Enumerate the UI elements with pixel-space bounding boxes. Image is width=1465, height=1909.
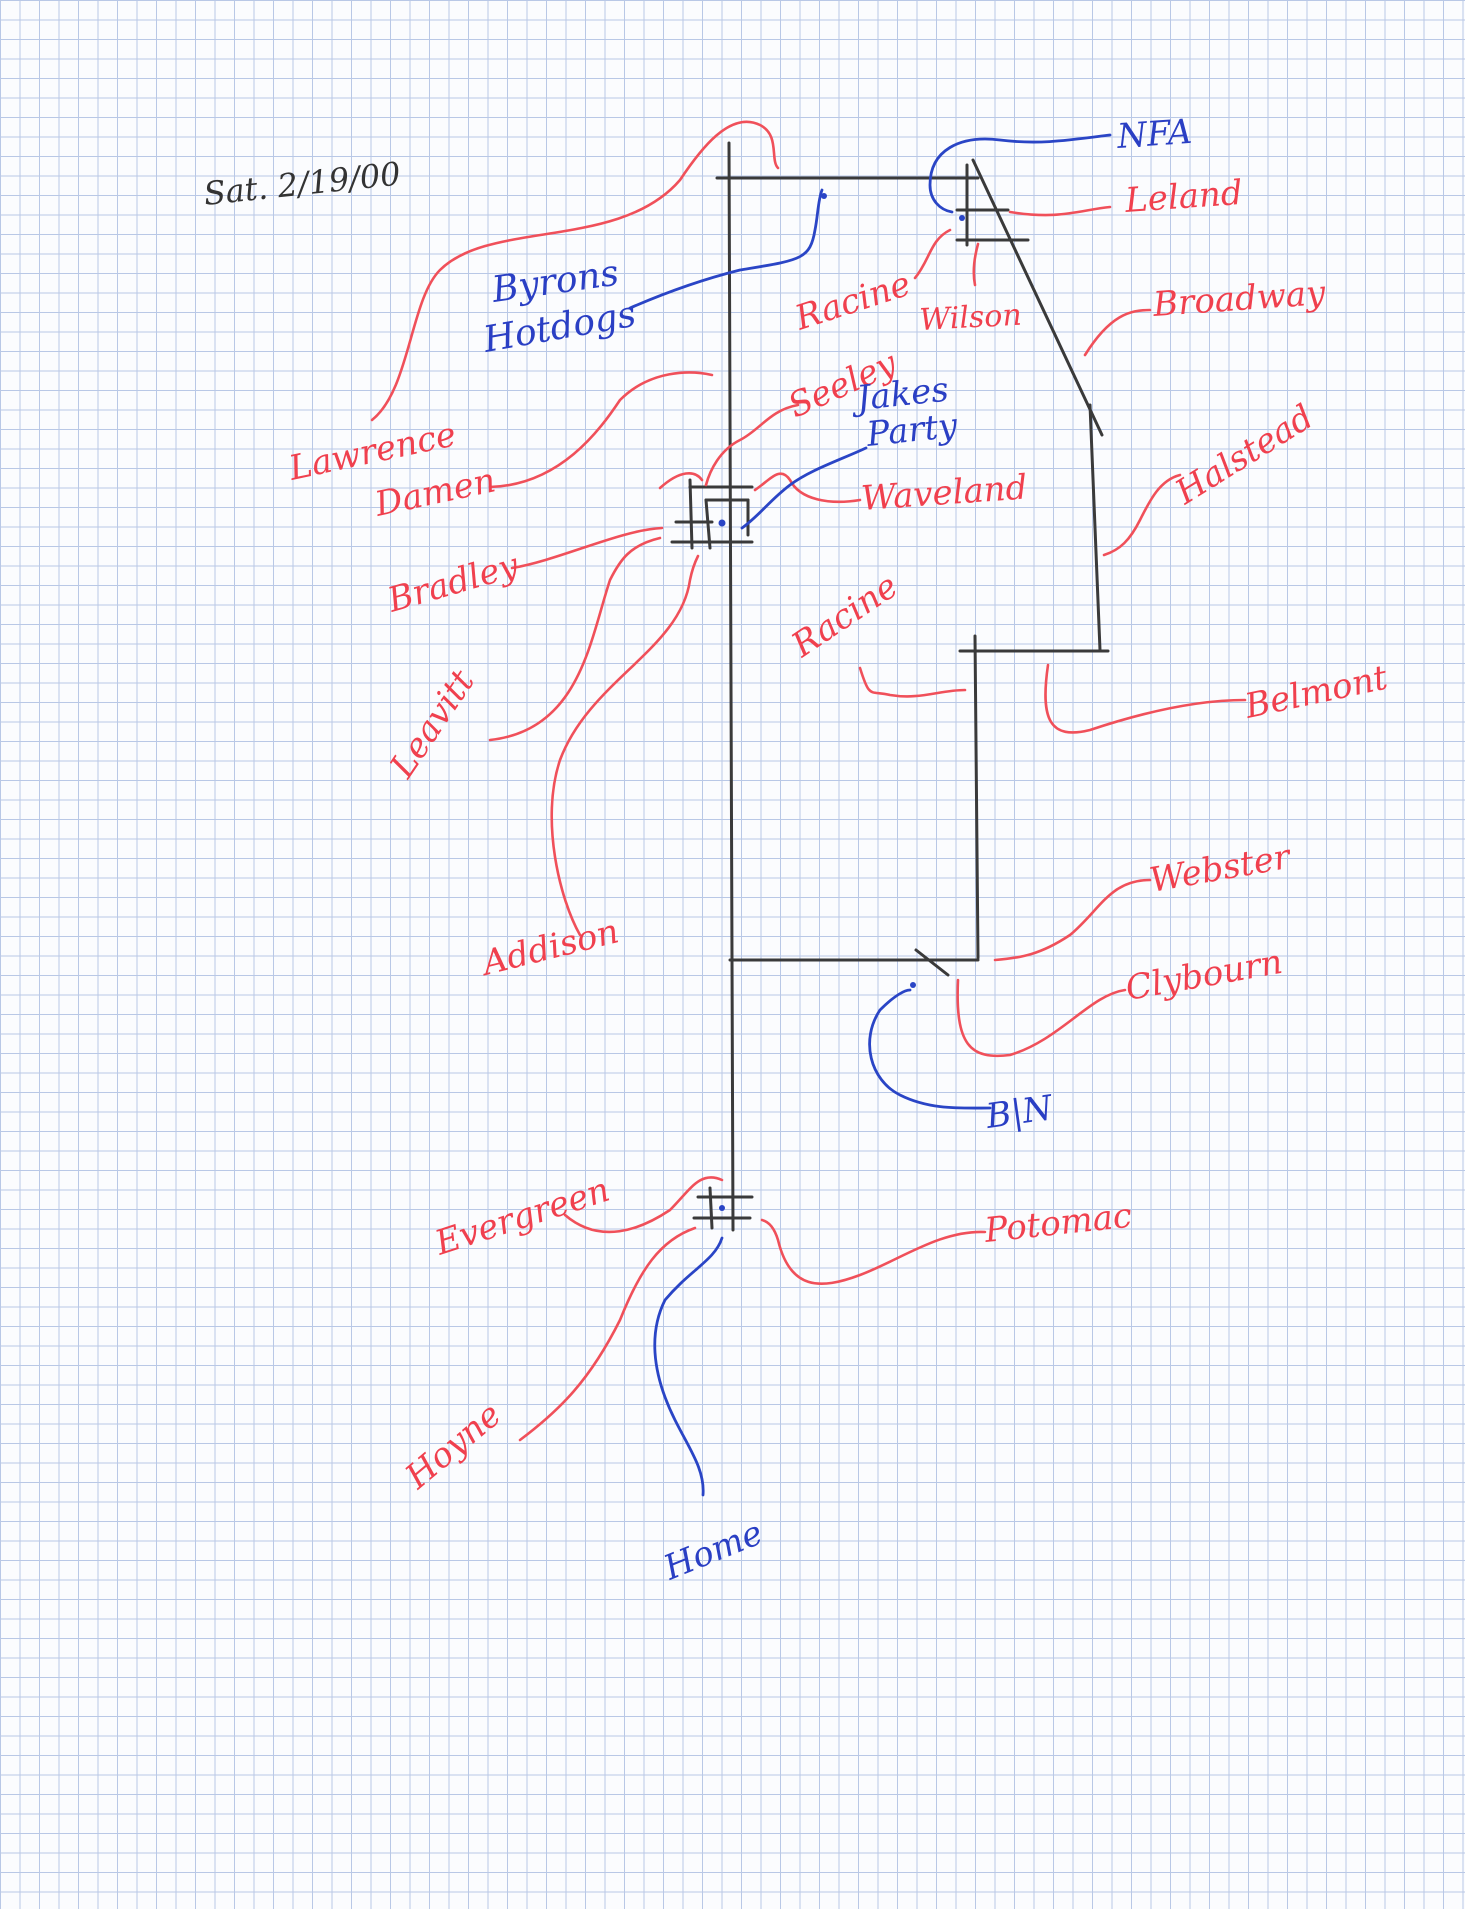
racine-south-leader	[858, 666, 967, 698]
label-potomac: Potomac	[982, 1196, 1134, 1251]
jakes-leader	[740, 446, 868, 530]
street-lines	[670, 141, 1110, 1232]
label-clybourn: Clybourn	[1123, 942, 1286, 1009]
racine-north-leader	[913, 228, 952, 280]
label-addison: Addison	[476, 911, 623, 984]
label-leland: Leland	[1123, 173, 1244, 221]
wilson-leader	[972, 242, 980, 287]
racine-south-line	[973, 634, 980, 960]
date-note: Sat. 2/19/00	[202, 155, 402, 213]
street-labels: Lawrence Damen Leland Racine Wilson Broa…	[285, 173, 1392, 1498]
street-name-leaders	[370, 120, 1247, 1442]
label-halstead: Halstead	[1168, 397, 1321, 513]
label-damen: Damen	[371, 460, 499, 525]
label-racine-south: Racine	[784, 566, 906, 666]
bradley-leader	[510, 526, 664, 570]
potomac-leader	[760, 1218, 987, 1286]
nfa-leader	[928, 133, 1112, 214]
hoyne-line	[708, 1186, 714, 1230]
label-bn: B|N	[983, 1088, 1056, 1137]
halstead-leader	[1102, 473, 1182, 557]
label-racine-north: Racine	[789, 264, 915, 339]
broadway-line	[971, 158, 1104, 437]
label-webster: Webster	[1147, 837, 1295, 901]
clybourn-leader	[956, 978, 1127, 1058]
nfa-marker	[959, 215, 965, 221]
jakes-marker	[718, 519, 726, 527]
bn-leader	[868, 988, 992, 1110]
place-labels: NFA Byrons Hotdogs Jakes Party B|N Home	[479, 112, 1193, 1589]
halstead-line	[1088, 403, 1102, 652]
damen-leader	[488, 371, 714, 489]
seeley-leader	[704, 403, 800, 487]
label-belmont: Belmont	[1241, 658, 1392, 727]
leavitt-line	[704, 498, 712, 550]
waveland-leader	[753, 472, 862, 504]
label-jakes-line2: Party	[864, 406, 960, 455]
damen-line	[727, 141, 735, 1232]
lawrence-leader	[370, 120, 780, 422]
label-broadway: Broadway	[1151, 273, 1327, 325]
seeley-line	[688, 478, 694, 550]
leavitt-leader	[488, 536, 662, 742]
home-marker	[719, 1205, 725, 1211]
webster-leader	[993, 878, 1152, 962]
addison-leader	[550, 554, 700, 937]
label-evergreen: Evergreen	[429, 1170, 614, 1264]
label-nfa: NFA	[1115, 112, 1194, 157]
byrons-marker	[821, 193, 827, 199]
broadway-leader	[1083, 308, 1152, 357]
label-waveland: Waveland	[860, 467, 1029, 519]
label-home: Home	[657, 1513, 768, 1589]
byrons-leader	[628, 188, 824, 310]
bn-marker	[910, 982, 916, 988]
clybourn-line	[914, 948, 950, 977]
label-wilson: Wilson	[919, 298, 1023, 338]
place-leaders	[628, 133, 1112, 1497]
belmont-leader	[1044, 663, 1247, 734]
home-leader	[653, 1236, 724, 1497]
label-bradley: Bradley	[382, 545, 523, 621]
leland-leader	[1008, 205, 1112, 217]
hoyne-leader	[518, 1226, 697, 1442]
label-hoyne: Hoyne	[397, 1395, 509, 1498]
evergreen-leader	[563, 1176, 724, 1234]
bradley-leader-top	[658, 472, 704, 490]
label-leavitt: Leavitt	[382, 663, 483, 786]
